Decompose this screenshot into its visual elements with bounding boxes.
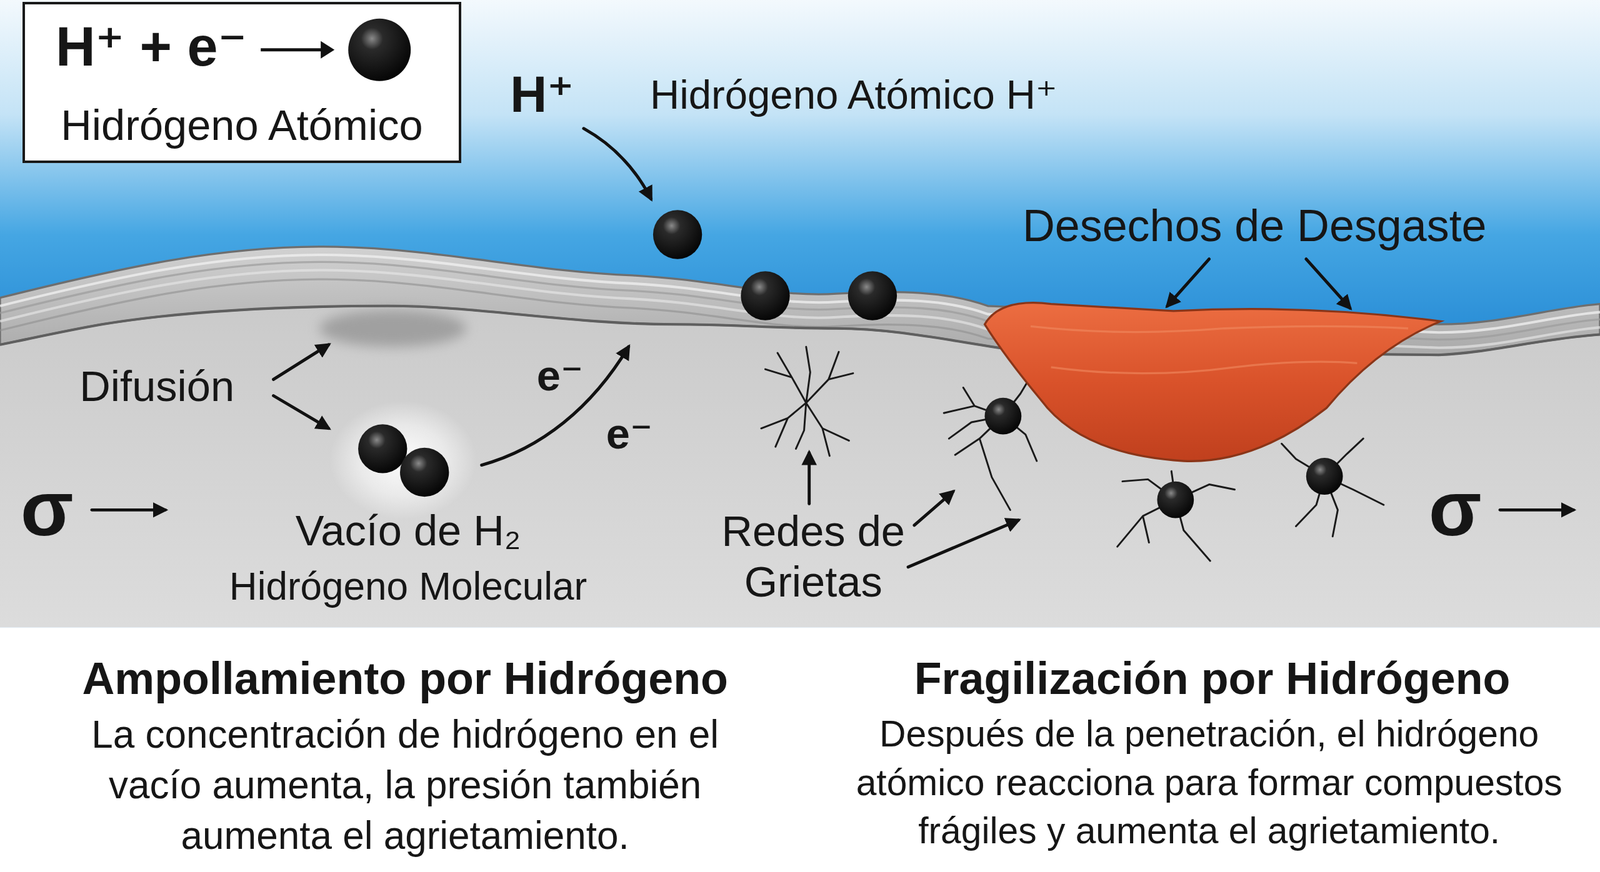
pointer-arrow: [908, 520, 1019, 568]
callout-label: Desechos de Desgaste: [1022, 200, 1487, 252]
pointer-arrows: [91, 128, 1574, 568]
hydrogen-atom: [348, 18, 411, 82]
callout-label: Difusión: [79, 362, 235, 412]
formula-text: H⁺ + e⁻: [55, 15, 247, 79]
hydrogen-atom: [740, 271, 790, 320]
section-body: Después de la penetración, el hidrógeno …: [831, 710, 1587, 856]
pointer-arrow: [807, 453, 811, 505]
crack: [943, 373, 1037, 511]
hydrogen-atom: [358, 424, 407, 474]
pointer-arrow: [583, 128, 652, 200]
hydrogen-atom: [653, 210, 702, 259]
pointer-arrow: [273, 345, 329, 380]
metal-body: [0, 246, 1600, 628]
hydrogen-atom: [400, 448, 449, 497]
reaction-arrow: [260, 48, 326, 52]
crack: [761, 346, 854, 457]
node-caption: Hidrógeno Atómico: [25, 101, 459, 151]
void-shadow: [319, 310, 467, 347]
electron-label: e⁻: [536, 351, 584, 402]
callout-label: Hidrógeno Molecular: [183, 564, 633, 609]
pointer-arrow: [1167, 259, 1210, 307]
hydrogen-atom: [1306, 458, 1344, 495]
callout-label: Redes de Grietas: [703, 506, 924, 609]
crack: [1117, 471, 1235, 562]
pointer-arrow: [1306, 259, 1350, 309]
stress-arrow: [91, 508, 166, 512]
section-body: La concentración de hidrógeno en el vací…: [48, 710, 763, 862]
molecule-glow: [329, 401, 477, 520]
water-background: [0, 0, 1600, 628]
stress-symbol: σ: [20, 464, 74, 554]
pointer-arrow: [914, 491, 954, 526]
reaction-arrowhead: [320, 41, 335, 59]
hydrogen-atom: [1156, 481, 1194, 519]
hydrogen-atom: [848, 271, 897, 320]
hydrogen-atom: [985, 398, 1022, 435]
ion-label: H⁺: [510, 65, 574, 124]
callout-label: Vacío de H₂: [204, 506, 613, 557]
debris-texture: [1030, 326, 1409, 374]
electron-label: e⁻: [606, 410, 653, 460]
formula-box: H⁺ + e⁻ Hidrógeno Atómico: [22, 1, 462, 164]
stress-symbol: σ: [1428, 464, 1482, 554]
crack: [1281, 438, 1384, 537]
pointer-arrow: [273, 396, 329, 429]
section-heading: Fragilización por Hidrógeno: [835, 653, 1590, 705]
wear-debris: [985, 303, 1442, 462]
stress-arrow: [1500, 508, 1574, 512]
callout-label: Hidrógeno Atómico H⁺: [650, 71, 1057, 119]
section-heading: Ampollamiento por Hidrógeno: [12, 653, 799, 705]
